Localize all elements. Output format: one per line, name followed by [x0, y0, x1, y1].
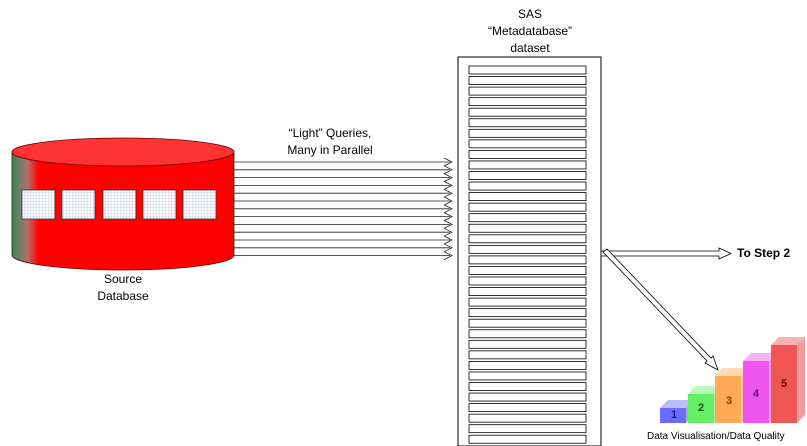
dataset-row — [469, 235, 586, 243]
dataset-row — [469, 383, 586, 391]
source-label-line-1: Source — [73, 272, 173, 286]
dataset-row — [469, 351, 586, 359]
step-4-label: 4 — [749, 388, 763, 400]
db-table-icon-2 — [62, 190, 95, 219]
step-1-label: 1 — [667, 409, 681, 421]
dataset-row — [469, 150, 586, 158]
step-3-label: 3 — [722, 395, 736, 407]
dataset-row — [469, 319, 586, 327]
dataset-row — [469, 203, 586, 211]
dataset-row — [469, 66, 586, 74]
dataset-row — [469, 404, 586, 412]
dataset-row — [469, 266, 586, 274]
dataset-row — [469, 393, 586, 401]
dataset-row — [469, 277, 586, 285]
dataset-row — [469, 245, 586, 253]
dataset-row — [469, 414, 586, 422]
dataset-title-line-3: dataset — [480, 41, 580, 55]
dataset-row — [469, 119, 586, 127]
dataset-row — [469, 256, 586, 264]
dataset-row — [469, 98, 586, 106]
dataset-row — [469, 309, 586, 317]
db-table-icon-1 — [22, 190, 55, 219]
maturity-caption: Data Visualisation/Data Quality — [647, 430, 785, 444]
dataset-row — [469, 108, 586, 116]
dataset-row — [469, 193, 586, 201]
dataset-row — [469, 435, 586, 443]
dataset-row — [469, 330, 586, 338]
db-table-icon-5 — [183, 190, 216, 219]
arrow-to-maturity — [603, 249, 718, 370]
source-label-line-2: Database — [73, 289, 173, 303]
queries-label-line-2: Many in Parallel — [255, 143, 405, 157]
dataset-row — [469, 224, 586, 232]
queries-label-line-1: “Light” Queries, — [255, 126, 405, 140]
dataset-row — [469, 87, 586, 95]
dataset-title-line-1: SAS — [480, 7, 580, 21]
dataset-row — [469, 172, 586, 180]
dataset-row — [469, 340, 586, 348]
dataset-title-line-2: “Metadatabase” — [455, 24, 605, 38]
dataset-row — [469, 361, 586, 369]
db-table-icon-3 — [103, 190, 136, 219]
db-table-icon-4 — [143, 190, 176, 219]
query-arrows — [234, 158, 452, 260]
dataset-row — [469, 298, 586, 306]
dataset-row — [469, 161, 586, 169]
dataset-row — [469, 214, 586, 222]
dataset-row — [469, 129, 586, 137]
step-2-label: 2 — [694, 402, 708, 414]
dataset-row — [469, 372, 586, 380]
dataset-row — [469, 77, 586, 85]
dataset-row — [469, 288, 586, 296]
database-tables — [22, 190, 216, 219]
dataset-row — [469, 140, 586, 148]
step-5-label: 5 — [777, 378, 791, 390]
dataset-row — [469, 425, 586, 433]
arrow-to-step-2 — [601, 248, 731, 259]
to-step-2-label: To Step 2 — [737, 246, 790, 260]
dataset-row — [469, 182, 586, 190]
